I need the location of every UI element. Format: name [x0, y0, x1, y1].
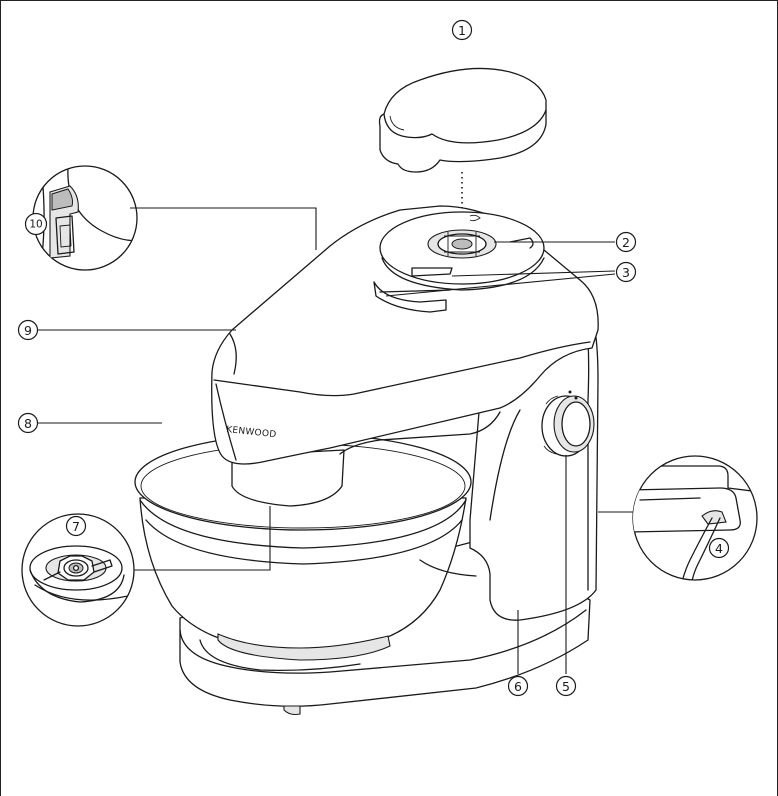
svg-text:4: 4 — [715, 541, 723, 556]
svg-text:10: 10 — [29, 219, 42, 231]
callout-1: 1 — [451, 19, 473, 41]
callout-5: 5 — [555, 675, 577, 697]
detail-power-cord — [632, 455, 758, 581]
svg-text:2: 2 — [622, 235, 630, 250]
mixer-head — [211, 205, 599, 465]
callout-4: 4 — [708, 537, 730, 559]
callout-6: 6 — [507, 675, 529, 697]
detail-release-lever — [32, 165, 138, 271]
detail-drive-socket — [21, 513, 135, 627]
svg-text:1: 1 — [458, 23, 466, 38]
callout-7: 7 — [65, 515, 87, 537]
callout-2: 2 — [615, 231, 637, 253]
svg-text:3: 3 — [622, 265, 630, 280]
svg-text:8: 8 — [24, 416, 32, 431]
drive-outlet-underside — [231, 411, 501, 507]
callout-3: 3 — [615, 261, 637, 283]
svg-text:9: 9 — [24, 323, 32, 338]
svg-text:7: 7 — [72, 519, 80, 534]
callout-9: 9 — [17, 319, 39, 341]
svg-text:6: 6 — [514, 679, 522, 694]
leader-lines — [38, 207, 633, 674]
speed-dial — [541, 390, 595, 457]
callout-10: 10 — [24, 212, 48, 236]
callout-8: 8 — [17, 412, 39, 434]
outlet-cover — [378, 67, 547, 173]
svg-text:5: 5 — [562, 679, 570, 694]
